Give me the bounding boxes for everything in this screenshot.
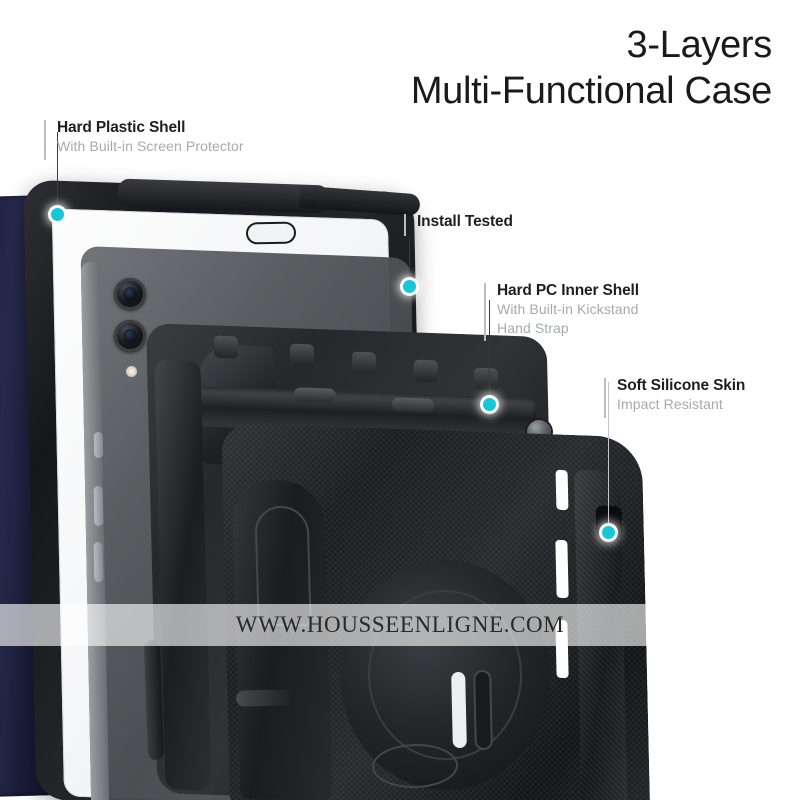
callout-subtitle-hard-pc-inner-shell-2: Hand Strap: [497, 319, 569, 336]
camera-cutout: [247, 223, 295, 243]
callout-install-tested: Install Tested: [404, 212, 513, 236]
pc-shell-lug: [289, 343, 315, 367]
pc-shell-tab: [293, 387, 337, 403]
marker-dot-install-tested: [403, 280, 416, 293]
callout-hard-pc-inner-shell: Hard PC Inner Shell With Built-in Kickst…: [484, 281, 639, 341]
strap-slot: [451, 671, 467, 749]
tablet-volume-down-button: [93, 541, 104, 583]
marker-dot-hard-pc-inner-shell: [483, 398, 496, 411]
camera-flash-icon: [126, 366, 137, 377]
pc-shell-lug: [351, 351, 377, 375]
callout-subtitle-hard-pc-inner-shell-1: With Built-in Kickstand: [497, 301, 639, 318]
callout-title-hard-plastic-shell: Hard Plastic Shell: [57, 119, 186, 136]
camera-lens-secondary-icon: [114, 320, 146, 352]
leader-line-soft-silicone-skin: [608, 382, 609, 528]
marker-dot-hard-plastic-shell: [51, 208, 64, 221]
callout-title-hard-pc-inner-shell: Hard PC Inner Shell: [497, 282, 639, 299]
callout-accent-bar: [604, 378, 606, 418]
tablet-power-button: [93, 431, 104, 459]
callout-hard-plastic-shell: Hard Plastic Shell With Built-in Screen …: [44, 118, 244, 160]
callout-accent-bar: [404, 214, 406, 236]
page-title-line-2: Multi-Functional Case: [410, 70, 772, 113]
watermark-band: WWW.HOUSSEENLIGNE.COM: [0, 604, 800, 646]
strap-slot-secondary: [475, 671, 491, 749]
callout-accent-bar: [44, 120, 46, 160]
callout-title-install-tested: Install Tested: [417, 213, 513, 230]
silicone-button-cover: [235, 689, 297, 707]
leader-line-hard-plastic-shell: [57, 132, 58, 214]
page-title: 3-Layers Multi-Functional Case: [411, 22, 772, 115]
silicone-edge-cutout: [555, 539, 569, 599]
camera-lens-icon: [114, 278, 146, 310]
marker-dot-soft-silicone-skin: [602, 526, 615, 539]
callout-title-soft-silicone-skin: Soft Silicone Skin: [617, 377, 746, 394]
callout-accent-bar: [484, 283, 486, 341]
leader-line-install-tested: [409, 238, 410, 286]
watermark-text: WWW.HOUSSEENLIGNE.COM: [235, 612, 565, 637]
tablet-volume-up-button: [93, 485, 104, 527]
page-title-line-1: 3-Layers: [626, 24, 773, 66]
pc-shell-lug: [213, 335, 239, 359]
pc-shell-lug: [413, 359, 439, 383]
callout-subtitle-soft-silicone-skin: Impact Resistant: [617, 396, 723, 413]
pc-shell-lug: [473, 367, 499, 391]
callout-soft-silicone-skin: Soft Silicone Skin Impact Resistant: [604, 376, 746, 418]
leader-line-hard-pc-inner-shell: [489, 300, 490, 404]
callout-subtitle-hard-plastic-shell: With Built-in Screen Protector: [57, 138, 244, 155]
silicone-edge-cutout: [555, 469, 569, 511]
pc-shell-tab: [391, 397, 435, 413]
